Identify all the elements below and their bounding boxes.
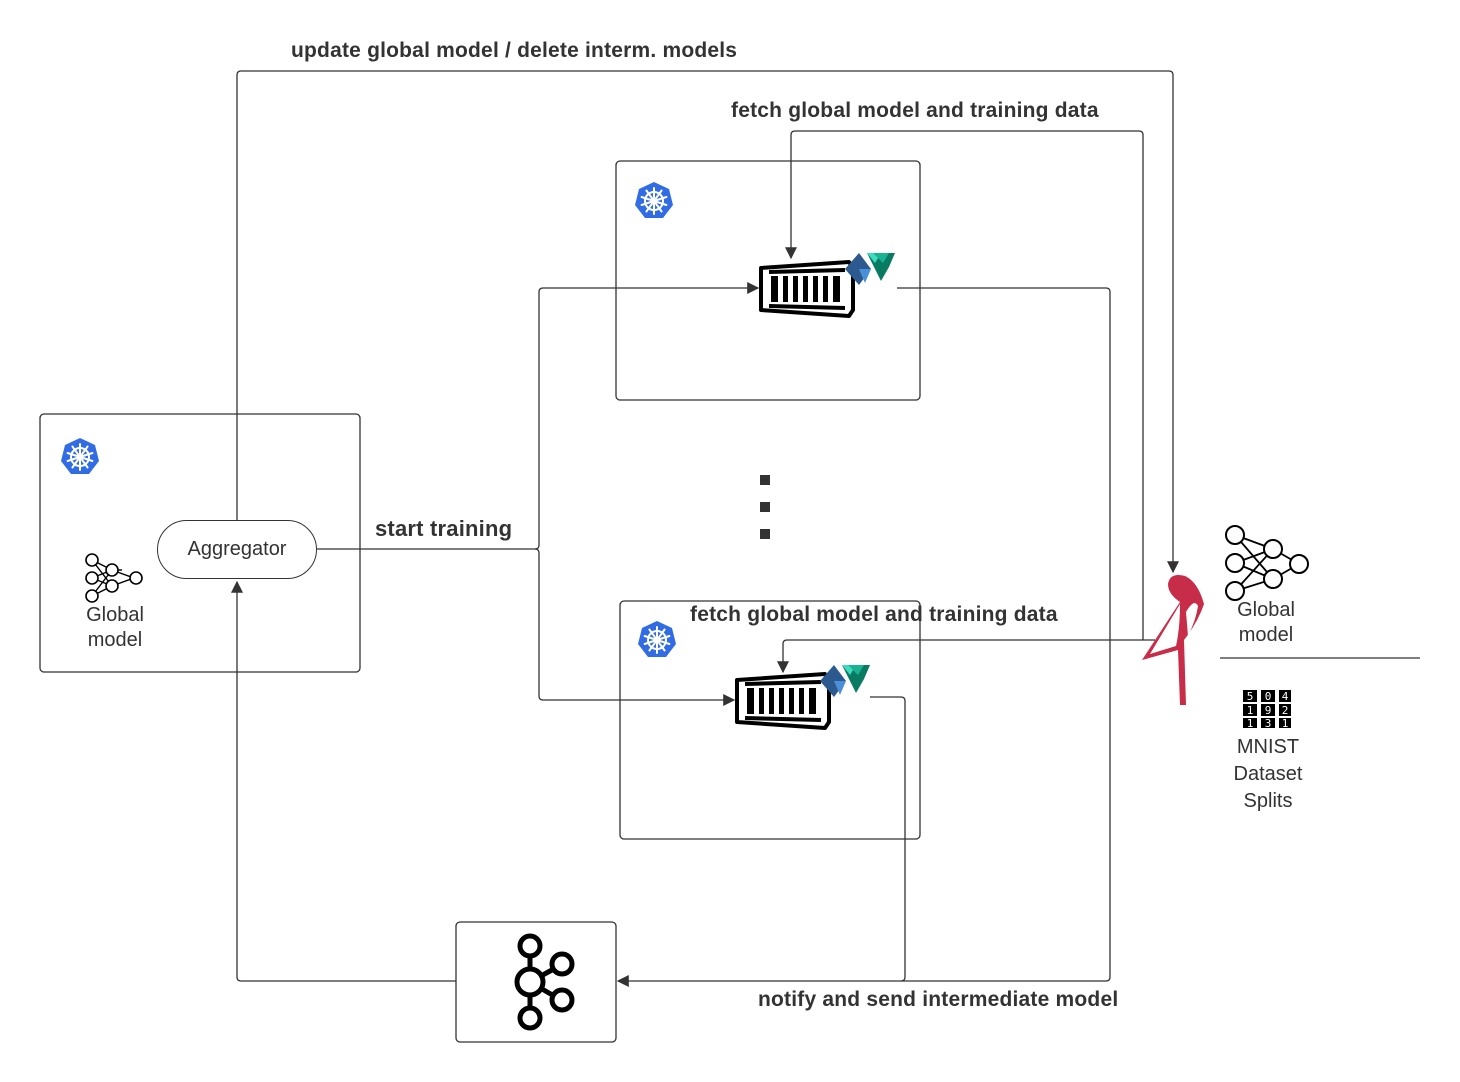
dataset-label: MNIST Dataset Splits [1233,736,1303,812]
aggregator-node-box [39,413,361,673]
notify-top-arrow [616,287,1111,987]
kubernetes-icon [634,181,674,219]
kafka-box [455,921,617,1043]
neural-network-icon [1225,525,1309,601]
fetch-bottom-label: fetch global model and training data [690,603,1058,626]
container-icon [735,672,831,730]
start-training-bottom-arrow [534,548,736,706]
svg-text:3: 3 [1265,717,1272,730]
svg-text:2: 2 [1282,704,1289,717]
svg-text:1: 1 [1247,717,1254,730]
start-training-label: start training [375,516,513,541]
neural-network-icon [85,553,143,603]
svg-text:1: 1 [1247,704,1254,717]
fetch-bottom-arrow [777,639,1155,674]
storage-model-label: Global model [1237,599,1295,646]
worker-node-top-box [615,160,921,401]
worker-node-bottom-box [619,600,921,840]
aggregator-model-label: Global model [86,604,144,651]
notify-bottom-line [870,696,906,982]
update-global-arrow [236,70,1179,574]
svg-text:4: 4 [1282,690,1289,703]
svg-text:1: 1 [1282,717,1289,730]
aggregator-node[interactable]: Aggregator [157,520,317,579]
aggregator-label: Aggregator [187,538,287,560]
more-workers-dots [760,475,770,539]
start-training-top-arrow [317,282,760,550]
kubernetes-icon [637,620,677,658]
fetch-top-label: fetch global model and training data [731,99,1099,122]
notify-label: notify and send intermediate model [758,988,1119,1011]
svg-text:0: 0 [1265,690,1272,703]
kafka-icon [514,933,575,1031]
container-icon [759,260,855,318]
fetch-top-arrow [785,130,1144,640]
mnist-digits-icon: 5 0 4 1 9 2 1 3 1 [1243,690,1291,730]
kafka-to-aggregator-arrow [231,580,456,982]
svg-text:5: 5 [1247,690,1254,703]
svg-text:9: 9 [1265,704,1272,717]
kubernetes-icon [60,437,100,475]
minio-bird-icon [1142,575,1204,705]
update-global-label: update global model / delete interm. mod… [291,39,738,62]
